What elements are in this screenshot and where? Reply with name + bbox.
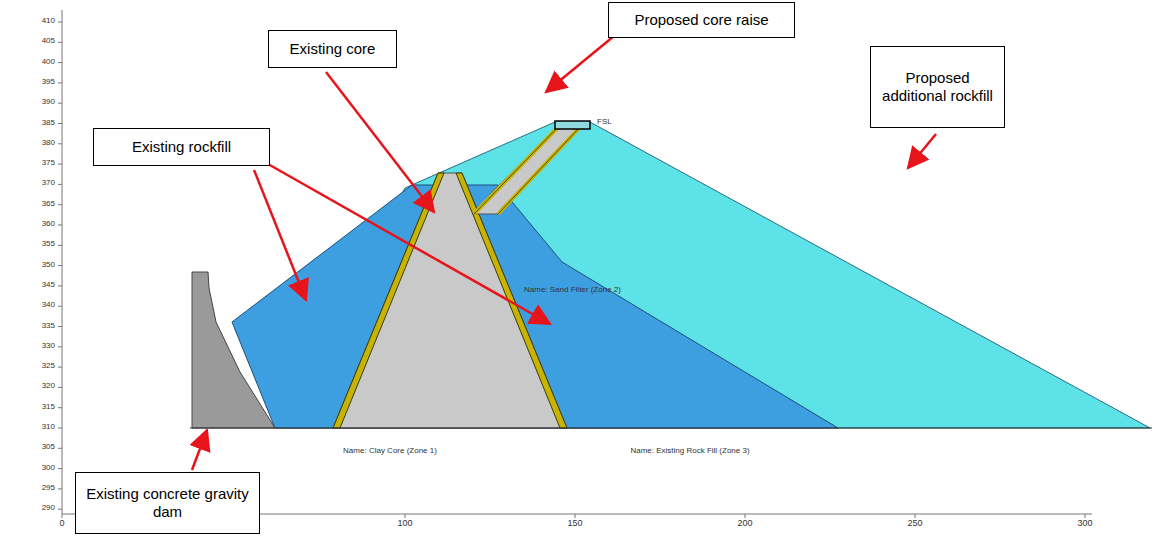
callout-text: Existing concrete gravity dam [84,485,251,521]
axis-number: 375 [42,159,55,167]
gravity-dam [192,272,275,428]
tick [58,225,62,226]
tick [915,514,916,518]
axis-number: 380 [42,139,55,147]
tick [58,448,62,449]
axis-number: 310 [42,423,55,431]
tick [58,164,62,165]
leader-arrow [908,134,936,168]
axis-number: 360 [42,220,55,228]
axis-number: 300 [42,464,55,472]
foundation-line [190,427,1152,428]
callout-text: Proposed core raise [634,11,768,29]
sand-filter [498,125,582,214]
tick [58,184,62,185]
tick [1085,514,1086,518]
tick [58,123,62,124]
tick [58,509,62,510]
tick [58,468,62,469]
axis-number: 330 [42,342,55,350]
tick [58,143,62,144]
tick [58,22,62,23]
tick [58,306,62,307]
callout-text: Existing rockfill [132,138,231,156]
axis-number: 340 [42,301,55,309]
axis-number: 345 [42,281,55,289]
axis-number: 200 [737,519,752,528]
axis-number: 400 [42,58,55,66]
tick [58,407,62,408]
y-ticks [58,22,62,509]
axis-number: 305 [42,443,55,451]
leader-arrow [192,430,207,470]
clay-core [333,173,567,428]
zone-label: FSL [597,118,612,126]
callout-text: Existing core [290,40,376,58]
tick [58,82,62,83]
tick [58,326,62,327]
axis-number: 390 [42,98,55,106]
callout-text: Proposed additional rockfill [879,69,996,105]
tick [58,103,62,104]
leader-arrows [192,36,936,470]
axis-number: 370 [42,179,55,187]
callout-box: Existing concrete gravity dam [75,472,260,534]
sand-filter [456,173,567,428]
tick [58,204,62,205]
axis-number: 335 [42,322,55,330]
y-axis [62,10,63,514]
axis-number: 100 [397,519,412,528]
leader-arrow [546,36,614,92]
axis-number: 295 [42,484,55,492]
axis-number: 350 [42,261,55,269]
tick [58,488,62,489]
axis-number: 315 [42,403,55,411]
callout-box: Proposed additional rockfill [870,46,1005,128]
core-raise [474,124,582,214]
zone-label: Name: Existing Rock Fill (Zone 3) [630,447,749,455]
crest [555,121,590,129]
axis-number: 365 [42,200,55,208]
leader-arrow [254,170,306,300]
axis-number: 290 [42,504,55,512]
sand-filter [474,125,560,214]
tick [405,514,406,518]
callout-box: Existing rockfill [93,128,270,166]
zone-label: Name: Sand Filter (Zone 2) [524,286,621,294]
axis-number: 385 [42,119,55,127]
tick [58,285,62,286]
leader-arrow [326,72,434,212]
axis-number: 395 [42,78,55,86]
leader-arrow [268,164,550,324]
tick [58,387,62,388]
tick [58,428,62,429]
axis-number: 410 [42,17,55,25]
callout-box: Existing core [268,30,397,68]
axis-number: 150 [567,519,582,528]
sand-filter [474,125,560,214]
axis-number: 0 [59,519,64,528]
tick [62,514,63,518]
axis-number: 250 [907,519,922,528]
axis-number: 325 [42,362,55,370]
tick [58,245,62,246]
axis-number: 320 [42,382,55,390]
tick [58,62,62,63]
tick [58,346,62,347]
tick [58,367,62,368]
axis-number: 405 [42,37,55,45]
tick [58,265,62,266]
sand-filter [498,125,582,214]
axis-number: 300 [1077,519,1092,528]
callout-box: Proposed core raise [608,2,795,38]
axis-number: 355 [42,240,55,248]
tick [58,42,62,43]
tick [575,514,576,518]
tick [745,514,746,518]
zone-label: Name: Clay Core (Zone 1) [343,447,437,455]
